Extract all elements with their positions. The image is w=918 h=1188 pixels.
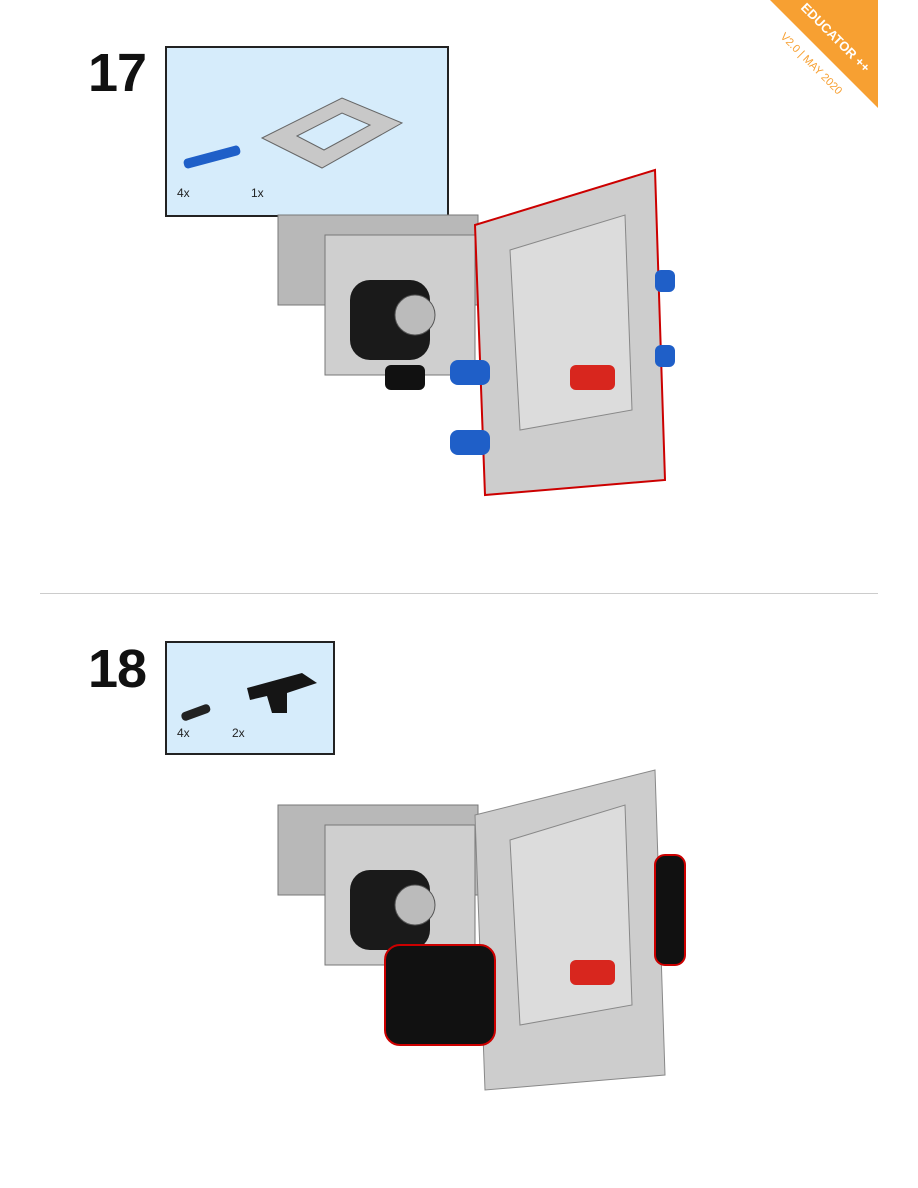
blue-pin-icon — [183, 145, 241, 169]
part-quantity: 1x — [251, 186, 264, 200]
part-quantity: 4x — [177, 726, 190, 740]
part-quantity: 2x — [232, 726, 245, 740]
step-divider — [40, 593, 878, 594]
assembly-model-17 — [277, 168, 675, 497]
step-number: 18 — [88, 639, 147, 699]
part-quantity: 4x — [177, 186, 190, 200]
assembly-model-18 — [277, 769, 686, 1091]
frame-icon — [260, 97, 404, 169]
t-beam-icon — [247, 673, 317, 713]
parts-callout: 4x 2x — [165, 641, 335, 755]
step-number: 17 — [88, 43, 147, 103]
badge-triangle — [770, 0, 878, 108]
black-pin-icon — [181, 704, 211, 721]
